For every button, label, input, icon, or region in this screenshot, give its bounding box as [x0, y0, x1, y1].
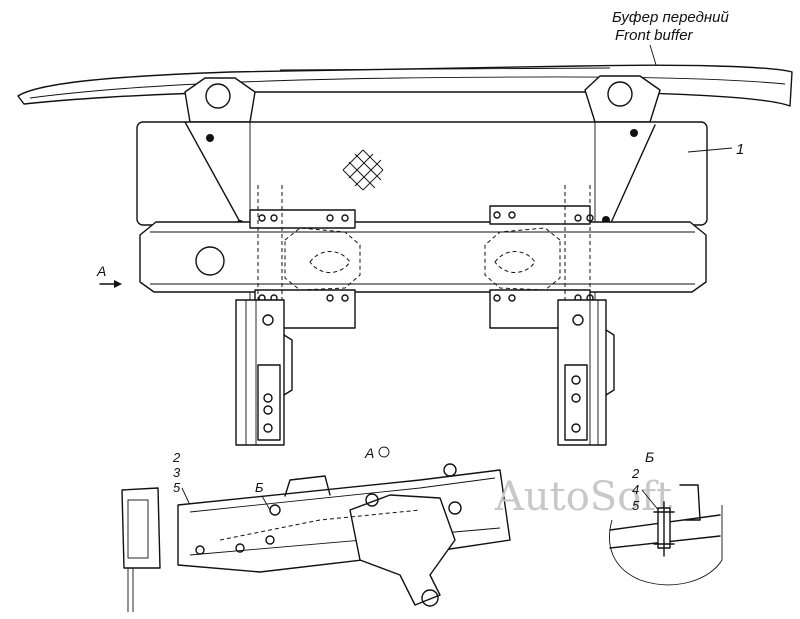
- view-b-label-4: 4: [632, 482, 639, 497]
- view-b: Б 2 4 5: [609, 449, 723, 586]
- view-a-label-2: 2: [172, 450, 181, 465]
- arrow-a-label: А: [96, 263, 106, 279]
- detail-b-marker: Б: [255, 480, 264, 495]
- title-ru: Буфер передний: [612, 9, 729, 26]
- view-a-label: А: [364, 445, 374, 461]
- lower-beam: [139, 221, 707, 293]
- part-1-label: 1: [736, 141, 744, 158]
- view-a-buffer-end: [121, 487, 161, 569]
- view-a-frame-rail: [177, 469, 511, 573]
- right-frame-rail: [557, 299, 615, 446]
- top-view: 1 А: [17, 64, 793, 446]
- detail-b-boundary: [609, 505, 723, 586]
- view-a-label-3: 3: [173, 465, 181, 480]
- view-b-label-2: 2: [631, 466, 640, 481]
- bumper-top-strip: [17, 64, 793, 107]
- view-a: А 2 3 5 Б AutoSoft: [121, 445, 672, 612]
- view-a-rotation-icon: [378, 446, 390, 458]
- tow-hole: [195, 246, 225, 276]
- watermark: AutoSoft: [494, 474, 672, 520]
- hatch-mark: [342, 149, 384, 191]
- view-b-label: Б: [645, 449, 654, 465]
- view-a-label-5: 5: [173, 480, 181, 495]
- view-b-label-5: 5: [632, 498, 640, 513]
- buffer-plate: [136, 121, 708, 226]
- title-en: Front buffer: [615, 27, 694, 44]
- left-frame-rail: [235, 299, 293, 446]
